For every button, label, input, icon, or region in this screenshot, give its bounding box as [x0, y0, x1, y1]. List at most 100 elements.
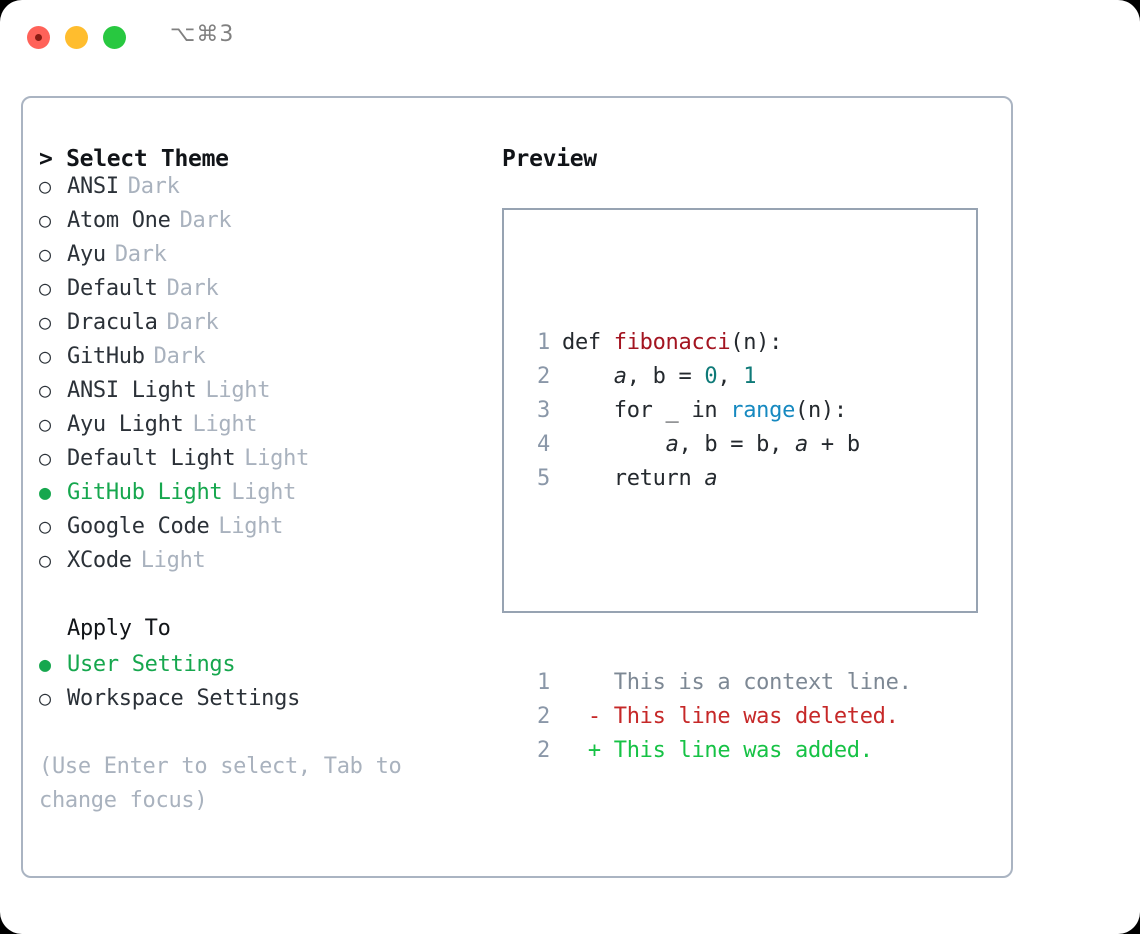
diff-line: 1 This is a context line.: [520, 666, 976, 700]
theme-list-item[interactable]: ○ ANSI Light Light: [39, 378, 479, 412]
keyboard-hint-text: (Use Enter to select, Tab to change focu…: [39, 754, 402, 813]
theme-name-label: XCode: [67, 548, 132, 573]
code-line-number: 5: [537, 466, 550, 491]
apply-to-header: Apply To: [39, 616, 479, 650]
preview-header: Preview: [502, 146, 597, 172]
code-token: a: [613, 364, 627, 389]
code-token: 1: [743, 364, 757, 389]
theme-name-label: ANSI Light: [67, 378, 197, 403]
radio-unselected-icon[interactable]: ○: [39, 344, 51, 368]
diff-marker: +: [562, 738, 614, 763]
theme-variant-tag: Dark: [127, 174, 180, 199]
theme-name-label: Default: [67, 276, 158, 301]
theme-name-label: Default Light: [67, 446, 236, 471]
radio-unselected-icon[interactable]: ○: [39, 242, 51, 266]
diff-text: This line was added.: [613, 738, 873, 763]
code-diff-spacer: [520, 564, 976, 598]
diff-marker: -: [562, 704, 614, 729]
radio-unselected-icon[interactable]: ○: [39, 548, 51, 572]
radio-unselected-icon[interactable]: ○: [39, 686, 51, 710]
code-token: range: [730, 398, 796, 423]
code-line-number: 4: [537, 432, 550, 457]
diff-line-text: + This line was added.: [562, 734, 873, 768]
select-theme-header: > Select Theme: [39, 146, 229, 172]
radio-unselected-icon[interactable]: ○: [39, 446, 51, 470]
list-spacer: [39, 582, 479, 616]
apply-to-label: User Settings: [67, 652, 236, 677]
code-line: 5 return a: [520, 462, 976, 496]
radio-selected-icon[interactable]: ●: [39, 652, 51, 676]
theme-variant-tag: Dark: [114, 242, 167, 267]
theme-name-label: Ayu: [67, 242, 106, 267]
radio-selected-icon[interactable]: ●: [39, 480, 51, 504]
radio-unselected-icon[interactable]: ○: [39, 310, 51, 334]
code-token: 0: [704, 364, 718, 389]
apply-to-header-label: Apply To: [67, 616, 171, 641]
code-line: 3 for _ in range(n):: [520, 394, 976, 428]
theme-name-label: Atom One: [67, 208, 171, 233]
radio-unselected-icon[interactable]: ○: [39, 174, 51, 198]
keyboard-shortcut-label: ⌥⌘3: [170, 22, 235, 47]
diff-line: 2 + This line was added.: [520, 734, 976, 768]
code-token: return: [562, 466, 705, 491]
radio-unselected-icon[interactable]: ○: [39, 276, 51, 300]
code-token: , b =: [626, 364, 705, 389]
minimize-button-icon[interactable]: [65, 26, 88, 49]
theme-name-label: GitHub: [67, 344, 145, 369]
theme-name-label: Ayu Light: [67, 412, 184, 437]
theme-variant-tag: Light: [244, 446, 310, 471]
radio-unselected-icon[interactable]: ○: [39, 208, 51, 232]
theme-list-item[interactable]: ○ Ayu Dark: [39, 242, 479, 276]
theme-list-item[interactable]: ○ ANSI Dark: [39, 174, 479, 208]
theme-list-item[interactable]: ○ Atom One Dark: [39, 208, 479, 242]
diff-marker: [562, 670, 614, 695]
code-line-number: 1: [537, 330, 550, 355]
apply-to-item[interactable]: ○ Workspace Settings: [39, 686, 479, 720]
diff-line-number: 2: [537, 738, 550, 763]
code-token: a: [795, 432, 808, 457]
theme-variant-tag: Light: [192, 412, 258, 437]
code-token: for _ in: [562, 398, 731, 423]
zoom-button-icon[interactable]: [103, 26, 126, 49]
apply-to-list[interactable]: ● User Settings ○ Workspace Settings: [39, 652, 479, 720]
theme-list-item[interactable]: ○ Default Light Light: [39, 446, 479, 480]
code-line: 2 a, b = 0, 1: [520, 360, 976, 394]
theme-variant-tag: Light: [205, 378, 271, 403]
window-controls[interactable]: [27, 26, 126, 49]
diff-sample: 1 This is a context line. 2 - This line w…: [520, 666, 976, 768]
diff-line-number: 2: [537, 704, 550, 729]
code-token: fibonacci: [613, 330, 731, 355]
radio-unselected-icon[interactable]: ○: [39, 378, 51, 402]
theme-variant-tag: Dark: [166, 310, 219, 335]
theme-variant-tag: Dark: [179, 208, 232, 233]
close-button-icon[interactable]: [27, 26, 50, 49]
theme-variant-tag: Light: [231, 480, 297, 505]
theme-list-item[interactable]: ○ Ayu Light Light: [39, 412, 479, 446]
title-bar: ⌥⌘3: [0, 0, 1140, 76]
code-line-number: 2: [537, 364, 550, 389]
diff-text: This line was deleted.: [613, 704, 899, 729]
code-line-text: def fibonacci(n):: [562, 326, 782, 360]
apply-to-item[interactable]: ● User Settings: [39, 652, 479, 686]
theme-name-label: ANSI: [67, 174, 119, 199]
code-line: 4 a, b = b, a + b: [520, 428, 976, 462]
code-token: [562, 364, 614, 389]
code-token: , b = b,: [678, 432, 796, 457]
radio-unselected-icon[interactable]: ○: [39, 412, 51, 436]
apply-to-label: Workspace Settings: [67, 686, 301, 711]
code-token: [562, 432, 666, 457]
radio-unselected-icon[interactable]: ○: [39, 514, 51, 538]
